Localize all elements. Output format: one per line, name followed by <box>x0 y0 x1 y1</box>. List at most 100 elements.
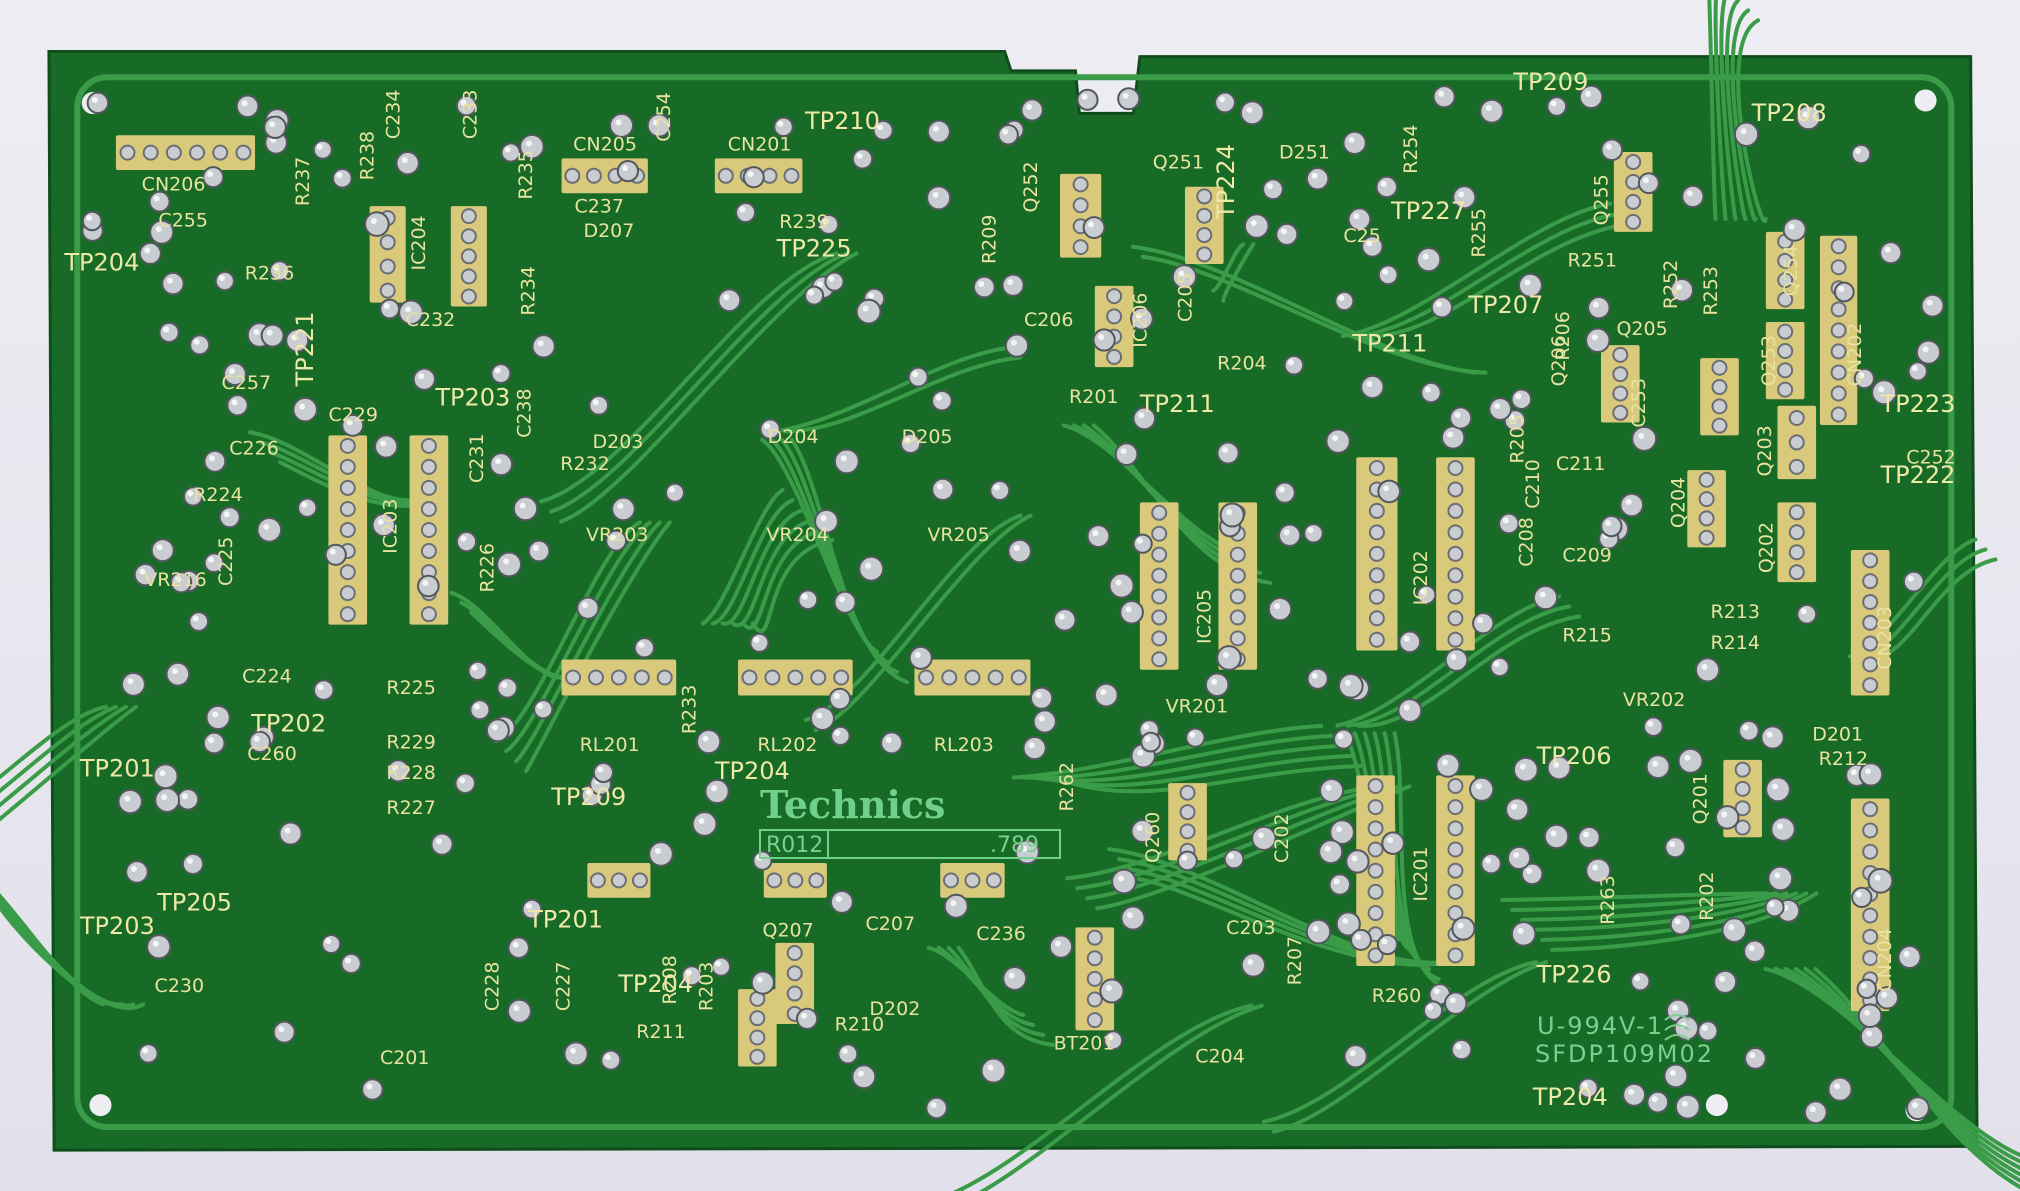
solder-joint <box>205 704 231 731</box>
solder-highlight <box>1524 279 1531 286</box>
solder-joint <box>1871 379 1898 406</box>
silkscreen-label-d205: D205 <box>902 426 953 448</box>
silkscreen-label-c209: C209 <box>1562 545 1612 567</box>
solder-joint <box>324 543 347 566</box>
silkscreen-label-q254: Q254 <box>1780 245 1802 296</box>
solder-joint <box>332 167 353 189</box>
solder-joint <box>828 687 852 711</box>
solder-highlight <box>187 490 194 497</box>
solder-highlight <box>835 895 842 902</box>
solder-joint <box>507 936 530 960</box>
solder-highlight <box>1246 106 1253 113</box>
pin-solder <box>1447 502 1464 519</box>
pin-solder <box>1447 631 1464 648</box>
pin-solder <box>212 144 229 161</box>
solder-highlight <box>1312 925 1319 932</box>
solder-joints <box>81 84 1945 1125</box>
silkscreen-label-tp201: TP201 <box>527 905 603 933</box>
silkscreen-label-r212: R212 <box>1819 748 1868 770</box>
pad-strip <box>1184 186 1224 265</box>
solder-highlight <box>186 857 193 864</box>
pin-solder <box>610 669 627 686</box>
solder-highlight <box>1675 284 1682 291</box>
solder-highlight <box>1674 918 1681 925</box>
solder-joint <box>533 699 554 720</box>
silkscreen-label-c202: C202 <box>1271 813 1293 863</box>
silkscreen-label-c226: C226 <box>229 438 279 460</box>
copper-trace <box>0 704 118 794</box>
solder-highlight <box>519 502 526 509</box>
solder-joint <box>1677 747 1704 774</box>
solder-joint <box>165 661 191 687</box>
silkscreen-label-cn202: CN202 <box>1844 323 1866 387</box>
solder-highlight <box>1144 736 1151 743</box>
copper-trace <box>1011 723 1324 780</box>
silkscreen-label-ic205: IC205 <box>1194 589 1216 644</box>
solder-highlight <box>904 437 911 444</box>
silkscreen-label-vr216: VR216 <box>144 569 206 591</box>
pin-solder <box>1151 630 1168 647</box>
silkscreen-label-r211: R211 <box>636 1021 685 1043</box>
solder-joint <box>592 761 614 784</box>
solder-highlight <box>1866 1030 1873 1037</box>
solder-joint <box>1432 85 1456 109</box>
solder-highlight <box>223 511 230 518</box>
pin-solder <box>1447 947 1464 964</box>
solder-highlight <box>1766 731 1773 738</box>
solder-highlight <box>698 817 705 824</box>
solder-joint <box>263 115 287 140</box>
silkscreen-label-c225: C225 <box>215 536 237 586</box>
solder-highlight <box>1585 90 1592 97</box>
silkscreen-label-tp203: TP203 <box>434 384 510 412</box>
solder-highlight <box>1701 663 1708 670</box>
solder-highlight <box>1088 221 1095 228</box>
copper-trace <box>1031 743 1344 783</box>
copper-trace <box>1707 0 1718 221</box>
solder-joint <box>1512 756 1539 783</box>
silkscreen-label-r228: R228 <box>386 762 435 784</box>
solder-highlight <box>723 294 730 301</box>
solder-highlight <box>1336 826 1343 833</box>
silkscreen-label-r232: R232 <box>560 453 609 475</box>
copper-trace <box>1719 0 1738 221</box>
solder-highlight <box>1458 191 1465 198</box>
solder-highlight <box>1438 90 1445 97</box>
board-number: SFDP109M02 <box>1535 1040 1714 1068</box>
solder-joint <box>1001 273 1025 297</box>
pin-solder <box>1862 593 1879 610</box>
solder-highlight <box>273 264 280 271</box>
silkscreen-label-c201: C201 <box>380 1047 430 1069</box>
solder-joint <box>1507 845 1532 871</box>
silkscreen-label-vr204: VR204 <box>766 524 828 546</box>
pad-strip <box>1613 151 1653 232</box>
solder-joint <box>1738 720 1760 742</box>
pin-solder <box>1368 524 1385 541</box>
solder-joint <box>608 112 635 138</box>
silkscreen-label-c210: C210 <box>1522 459 1544 509</box>
solder-highlight <box>1515 393 1522 400</box>
solder-highlight <box>1907 575 1914 582</box>
solder-highlight <box>1337 733 1344 740</box>
silkscreen-label-q260: Q260 <box>1142 812 1164 863</box>
solder-highlight <box>127 678 134 685</box>
pin-solder <box>1368 631 1385 648</box>
solder-joint <box>485 718 510 743</box>
solder-highlight <box>495 458 502 465</box>
pin-solder <box>1862 552 1879 569</box>
solder-joint <box>1092 328 1116 352</box>
pin-solder <box>1447 545 1464 562</box>
solder-highlight <box>1324 845 1331 852</box>
solder-joint <box>1858 762 1884 787</box>
solder-highlight <box>1427 1004 1434 1011</box>
model-marking: U-994V-1 SFDP109M02 <box>1535 1012 1714 1068</box>
silkscreen-label-tp211: TP211 <box>1351 330 1427 358</box>
solder-highlight <box>1283 529 1290 536</box>
solder-highlight <box>228 368 235 375</box>
solder-joint <box>1631 425 1658 452</box>
solder-highlight <box>1287 359 1294 366</box>
solder-highlight <box>1592 864 1599 871</box>
pin-solder <box>564 167 581 184</box>
silkscreen-label-d251: D251 <box>1279 141 1330 163</box>
silkscreen-label-c207: C207 <box>866 913 916 935</box>
solder-highlight <box>885 736 892 743</box>
